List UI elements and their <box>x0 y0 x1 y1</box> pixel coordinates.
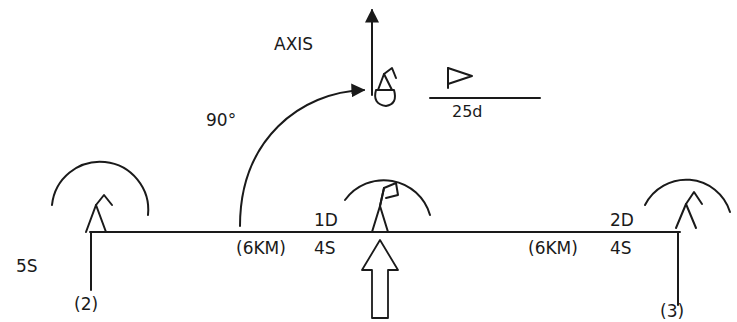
station-number: (2) <box>74 296 98 313</box>
fraction-denominator: 4S <box>610 240 632 257</box>
axis-arrow <box>371 10 373 95</box>
flag-symbol <box>430 68 540 98</box>
axis-label: AXIS <box>274 36 313 53</box>
distance-label: (6KM) <box>236 240 286 257</box>
instrument-symbol <box>345 180 430 232</box>
fraction-numerator: 1D <box>314 212 338 229</box>
direction-arrow <box>362 240 398 318</box>
station-label: 5S <box>16 258 38 275</box>
station-post <box>90 232 92 290</box>
fraction-denominator: 4S <box>314 240 336 257</box>
distance-label: 25d <box>452 104 483 120</box>
station-number: (3) <box>660 303 684 320</box>
angle-arc <box>240 90 364 226</box>
angle-label: 90° <box>206 112 236 129</box>
boat-figure <box>375 68 396 106</box>
instrument-symbol <box>52 162 148 232</box>
distance-label: (6KM) <box>528 240 578 257</box>
station-post <box>677 232 679 305</box>
instrument-symbol <box>645 180 730 228</box>
base-line <box>90 231 680 233</box>
fraction-numerator: 2D <box>610 212 634 229</box>
